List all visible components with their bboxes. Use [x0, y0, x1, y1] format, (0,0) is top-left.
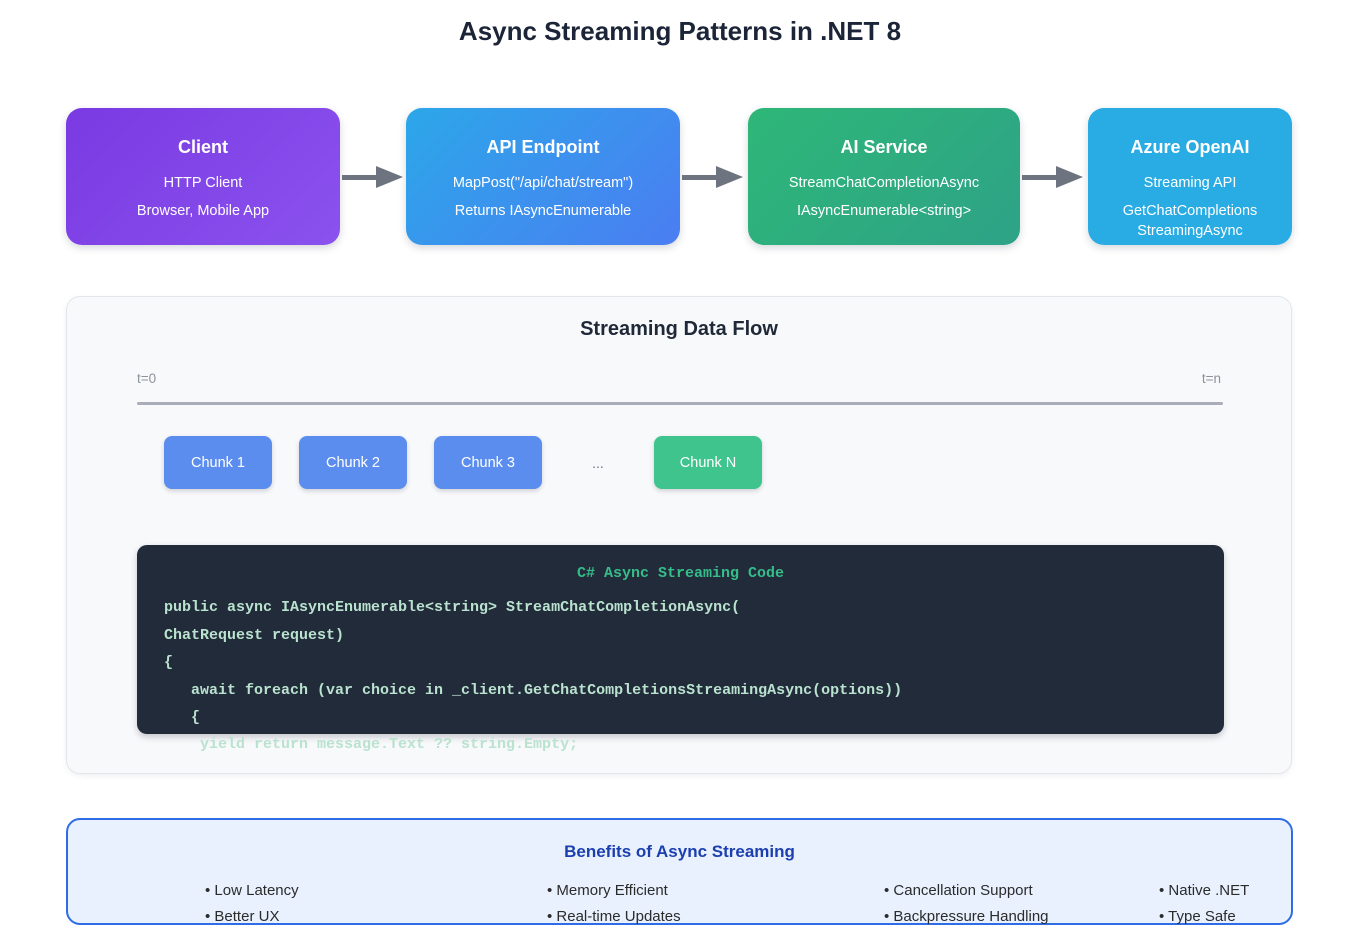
- benefits-column: • Native .NET • Type Safe: [1159, 878, 1249, 929]
- page-title: Async Streaming Patterns in .NET 8: [458, 16, 902, 46]
- pipeline-box-line: Streaming API: [1143, 175, 1237, 191]
- chunk-2: Chunk 2: [299, 436, 407, 489]
- pipeline-box-line: StreamChatCompletionAsync: [788, 175, 980, 191]
- arrow-shaft: [1022, 174, 1056, 180]
- chunk-ellipsis: ...: [592, 454, 604, 471]
- benefit-item: • Better UX: [205, 907, 280, 925]
- code-line: yield return message.Text ?? string.Empt…: [164, 736, 579, 754]
- flow-arrow: [1022, 166, 1086, 188]
- pipeline-box-ai-service: AI Service StreamChatCompletionAsync IAs…: [748, 108, 1020, 245]
- code-block: C# Async Streaming Code public async IAs…: [137, 545, 1224, 753]
- timeline-line: [137, 402, 1223, 405]
- pipeline-box-line: MapPost("/api/chat/stream"): [452, 175, 634, 191]
- pipeline-box-azure-openai: Azure OpenAI Streaming API GetChatComple…: [1088, 108, 1292, 245]
- pipeline-box-line: Browser, Mobile App: [136, 203, 270, 219]
- chunk-n: Chunk N: [654, 436, 762, 489]
- benefit-item: • Backpressure Handling: [884, 907, 1049, 925]
- flow-arrow: [682, 166, 746, 188]
- code-line: {: [164, 709, 201, 727]
- pipeline-box-title: AI Service: [840, 137, 928, 157]
- chunk-3: Chunk 3: [434, 436, 542, 489]
- arrow-right-icon: [716, 166, 743, 188]
- code-line: await foreach (var choice in _client.Get…: [164, 681, 903, 699]
- pipeline-box-api-endpoint: API Endpoint MapPost("/api/chat/stream")…: [406, 108, 680, 245]
- arrow-shaft: [342, 174, 376, 180]
- pipeline-box-line: GetChatCompletions StreamingAsync: [1122, 203, 1258, 239]
- benefits-card: Benefits of Async Streaming • Low Latenc…: [66, 818, 1293, 925]
- arrow-right-icon: [376, 166, 403, 188]
- code-title: C# Async Streaming Code: [576, 565, 785, 582]
- benefits-column: • Memory Efficient • Real-time Updates: [547, 878, 681, 929]
- pipeline-box-line: IAsyncEnumerable<string>: [796, 203, 972, 219]
- pipeline-box-title: Azure OpenAI: [1130, 137, 1250, 157]
- flow-arrow: [342, 166, 406, 188]
- benefit-item: • Low Latency: [205, 882, 299, 899]
- pipeline-box-line: HTTP Client: [163, 175, 243, 191]
- code-line: ChatRequest request): [164, 626, 345, 644]
- benefits-column: • Low Latency • Better UX: [205, 878, 299, 929]
- chunk-row: Chunk 1 Chunk 2 Chunk 3 ... Chunk N: [164, 436, 762, 489]
- code-line: public async IAsyncEnumerable<string> St…: [164, 599, 741, 617]
- benefit-item: • Native .NET: [1159, 882, 1250, 899]
- timeline-start-label: t=0: [137, 371, 157, 386]
- benefit-item: • Memory Efficient: [547, 882, 668, 899]
- benefit-item: • Real-time Updates: [547, 907, 681, 925]
- benefit-item: • Cancellation Support: [884, 882, 1033, 899]
- chunk-1: Chunk 1: [164, 436, 272, 489]
- pipeline-box-client: Client HTTP Client Browser, Mobile App: [66, 108, 340, 245]
- flow-title: Streaming Data Flow: [580, 318, 778, 340]
- benefit-item: • Type Safe: [1159, 907, 1236, 925]
- benefits-column: • Cancellation Support • Backpressure Ha…: [884, 878, 1049, 929]
- benefits-title: Benefits of Async Streaming: [564, 842, 795, 861]
- streaming-flow-card: Streaming Data Flow t=0 t=n Chunk 1 Chun…: [66, 296, 1292, 774]
- pipeline-box-title: API Endpoint: [486, 137, 600, 157]
- timeline-end-label: t=n: [1201, 371, 1221, 386]
- pipeline-box-line: Returns IAsyncEnumerable: [454, 203, 632, 219]
- arrow-shaft: [682, 174, 716, 180]
- pipeline-box-title: Client: [177, 137, 228, 157]
- arrow-right-icon: [1056, 166, 1083, 188]
- code-line: {: [164, 654, 174, 672]
